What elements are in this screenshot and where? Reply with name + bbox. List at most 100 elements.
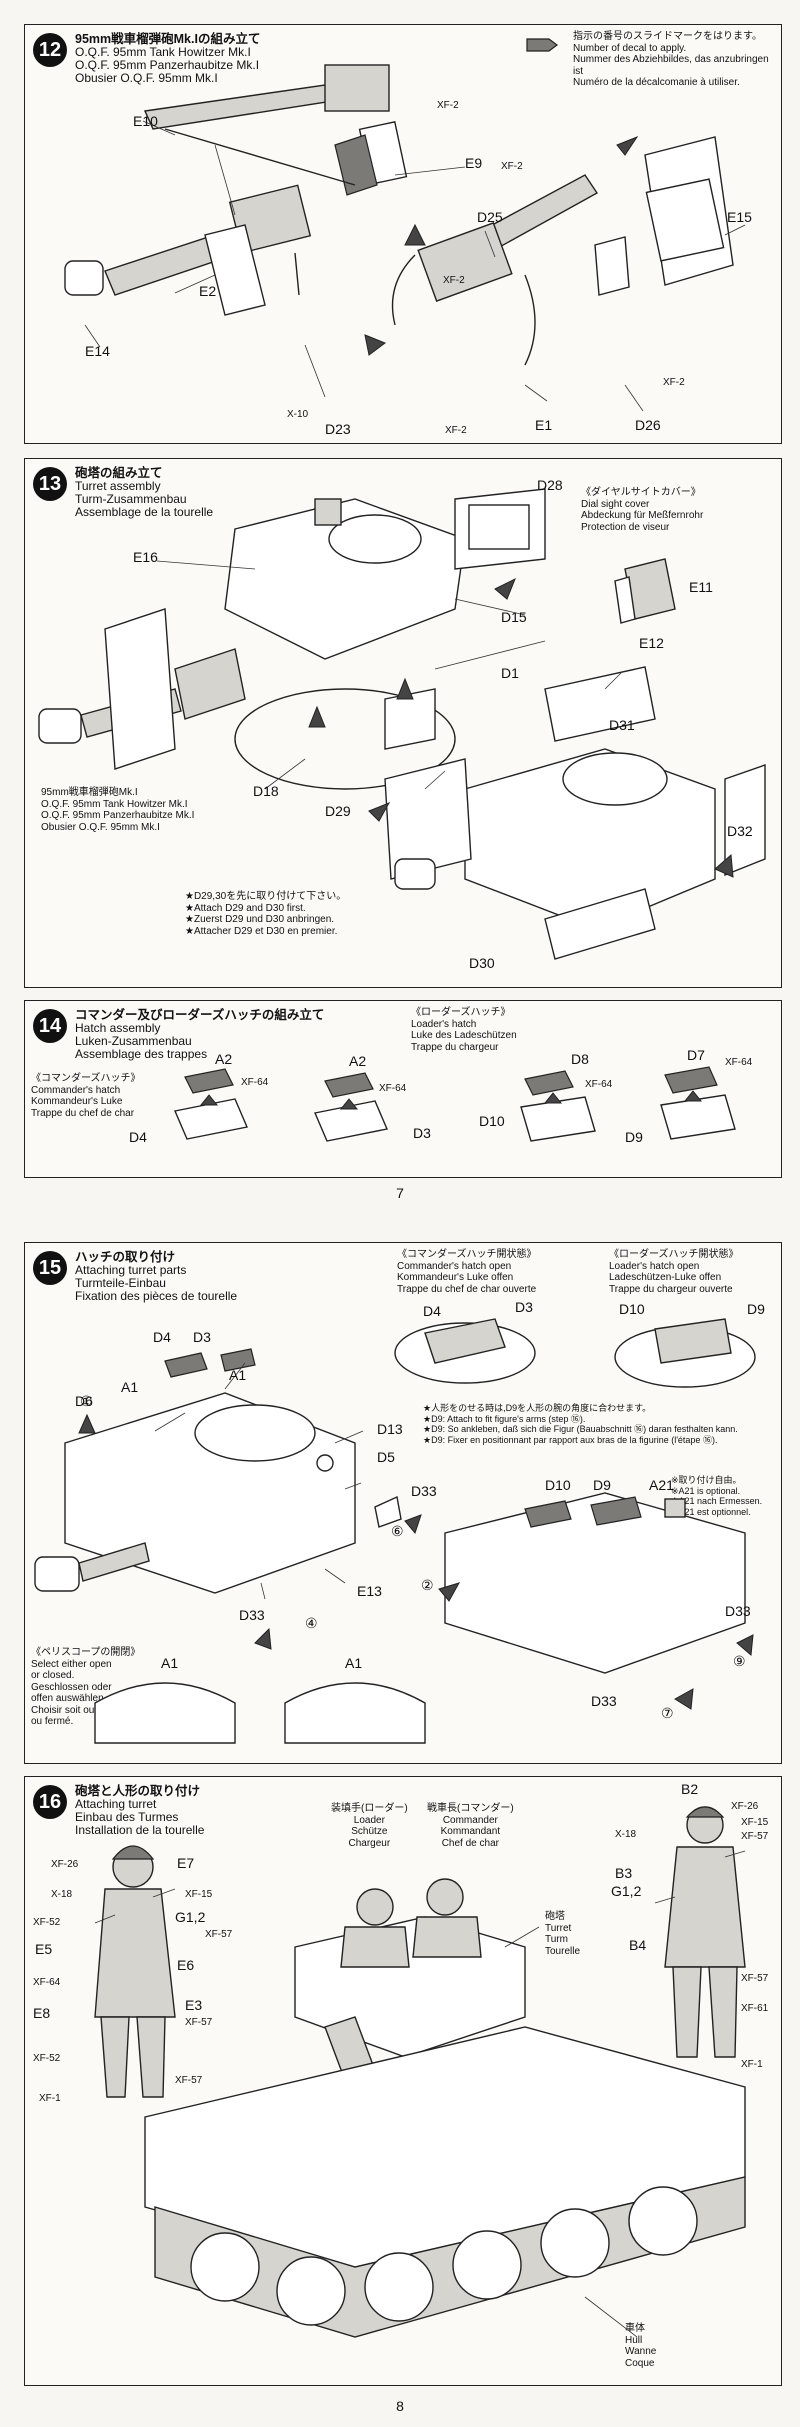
left-x18: X-18 (51, 1889, 73, 1900)
part-e11: E11 (689, 579, 713, 595)
title-jp: ハッチの取り付け (75, 1250, 176, 1264)
cmd-jp: 《コマンダーズハッチ》 (31, 1073, 141, 1084)
cmdr-en: Commander (442, 1814, 498, 1826)
circled-1: ① (80, 1393, 93, 1409)
part-d32: D32 (727, 823, 753, 839)
left-xf15: XF-15 (185, 1889, 213, 1900)
loader-de: Schütze (351, 1826, 388, 1837)
circled-2: ② (421, 1577, 434, 1593)
loader-hatch-note: 《ローダーズハッチ》 Loader's hatch Luke des Lades… (411, 1007, 517, 1053)
peri-en2: or closed. (31, 1670, 75, 1681)
part-a2-right: A2 (349, 1053, 367, 1069)
part-d6: D6 (75, 1393, 93, 1409)
hatch-d10 (520, 1096, 596, 1142)
turret-ring-left (194, 1404, 316, 1462)
d33-clip (374, 1495, 402, 1528)
part-d33-d: D33 (591, 1693, 617, 1709)
hatch-d8 (524, 1070, 574, 1096)
cmdr-fr: Chef de char (441, 1837, 499, 1849)
right-figure-leg-right (708, 1966, 738, 2058)
step-title: ハッチの取り付け Attaching turret parts Turmteil… (75, 1251, 237, 1303)
right-xf15: XF-15 (741, 1817, 769, 1828)
hatch-a2-left (184, 1068, 234, 1094)
d31-plate (544, 666, 656, 742)
hull-en: Hull (625, 2334, 643, 2346)
open-ldr-en: Loader's hatch open (609, 1260, 700, 1272)
commander-hatch-note: 《コマンダーズハッチ》 Commander's hatch Kommandeur… (31, 1073, 141, 1119)
lower-muzzle (394, 858, 436, 890)
title-fr: Assemblage des trappes (75, 1047, 208, 1061)
part-d7: D7 (687, 1047, 705, 1063)
ldr-jp: 《ローダーズハッチ》 (411, 1007, 511, 1018)
turret-de: Turm (545, 1934, 568, 1945)
peri-fr1: Choisir soit ouvert (31, 1704, 112, 1716)
title-de: Turm-Zusammenbau (75, 492, 187, 506)
circled-9: ⑨ (733, 1653, 746, 1669)
open-ldr-jp: 《ローダーズハッチ開状態》 (609, 1249, 739, 1260)
left-xf57-c: XF-57 (175, 2075, 203, 2086)
part-d33-c: D33 (725, 1603, 751, 1619)
peri-de1: Geschlossen oder (31, 1681, 112, 1693)
step-14-illustration (174, 1066, 736, 1142)
decal-xf2-e: XF-2 (445, 425, 467, 436)
step-number: 13 (33, 467, 67, 501)
turret-fr: Tourelle (545, 1945, 581, 1957)
gun-muzzle-left (34, 1556, 80, 1592)
step-title: 95mm戦車榴弾砲Mk.Iの組み立て O.Q.F. 95mm Tank Howi… (75, 33, 260, 85)
circled-6: ⑥ (391, 1523, 404, 1539)
title-en: Attaching turret parts (75, 1263, 187, 1277)
roadwheel-5 (540, 2208, 610, 2278)
step-title: 砲塔と人形の取り付け Attaching turret Einbau des T… (75, 1785, 204, 1837)
title-fr: Obusier O.Q.F. 95mm Mk.I (75, 71, 218, 85)
d29-plate (384, 758, 472, 880)
sub-fr: Protection de viseur (581, 521, 670, 533)
hatch-d3-top (220, 1348, 256, 1372)
left-e3: E3 (185, 1997, 203, 2013)
right-xf26: XF-26 (731, 1801, 759, 1812)
step-number: 16 (33, 1785, 67, 1819)
right-xf57-a: XF-57 (741, 1831, 769, 1842)
turret-ring (328, 514, 422, 564)
title-de: Turmteile-Einbau (75, 1276, 166, 1290)
gun-muzzle (38, 708, 82, 744)
step-number: 12 (33, 33, 67, 67)
part-d8: D8 (571, 1051, 589, 1067)
part-e12: E12 (639, 635, 664, 651)
decal-note-jp: 指示の番号のスライドマークをはります。 (573, 31, 762, 42)
a21-part (664, 1498, 686, 1518)
arrow-e15 (616, 135, 639, 156)
d18-floor (234, 688, 456, 790)
roadwheel-6 (628, 2186, 698, 2256)
commander-open-note: 《コマンダーズハッチ開状態》 Commander's hatch open Ko… (397, 1249, 537, 1295)
cmdr-de: Kommandant (440, 1826, 501, 1837)
peri-en1: Select either open (31, 1658, 112, 1670)
hull-jp: 車体 (625, 2323, 645, 2334)
commander-label: 戦車長(コマンダー) Commander Kommandant Chef de … (427, 1803, 514, 1849)
hull-de: Wanne (625, 2346, 657, 2357)
open-cmd-jp: 《コマンダーズハッチ開状態》 (397, 1249, 537, 1260)
part-d9-right: D9 (593, 1477, 611, 1493)
opt-jp: ※取り付け自由。 (671, 1475, 742, 1485)
left-figure-helmet (111, 1845, 155, 1860)
left-figure-leg-right (136, 2016, 166, 2098)
left-e6: E6 (177, 1957, 195, 1973)
tip-en: ★Attach D29 and D30 first. (185, 902, 306, 914)
right-figure-leg-left (672, 1966, 702, 2058)
part-x10: X-10 (287, 409, 309, 420)
step-14-panel: 14 コマンダー及びローダーズハッチの組み立て Hatch assembly L… (24, 1000, 782, 1178)
hull-fr: Coque (625, 2357, 655, 2369)
rotate-arrow (391, 254, 416, 326)
part-d18: D18 (253, 783, 279, 799)
part-e9: E9 (465, 155, 483, 171)
right-g12: G1,2 (611, 1883, 642, 1899)
d1-panel (384, 688, 436, 750)
ldr-en: Loader's hatch (411, 1018, 477, 1030)
right-xf1: XF-1 (741, 2059, 763, 2070)
roadwheel-2 (276, 2256, 346, 2326)
right-x18: X-18 (615, 1829, 637, 1840)
part-d28: D28 (537, 477, 563, 493)
tip-de: ★Zuerst D29 und D30 anbringen. (185, 914, 335, 925)
decal-xf64-d: XF-64 (725, 1057, 753, 1068)
title-de: Luken-Zusammenbau (75, 1034, 192, 1048)
title-fr: Assemblage de la tourelle (75, 505, 214, 519)
